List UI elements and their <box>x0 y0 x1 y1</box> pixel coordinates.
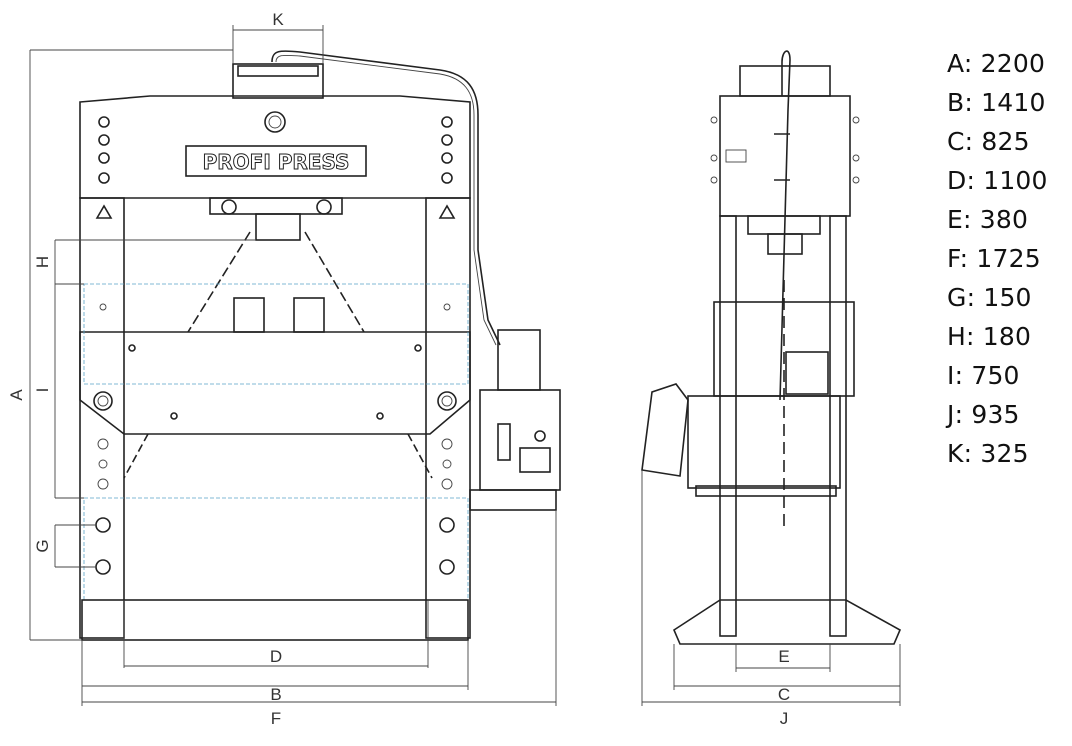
spec-k: K: 325 <box>947 439 1029 468</box>
side-base <box>672 599 902 645</box>
dim-label-d: D <box>270 647 282 666</box>
brand-plate <box>185 145 367 177</box>
dim-label-h: H <box>33 256 52 268</box>
dim-label-k: K <box>272 10 284 29</box>
spec-j: J: 935 <box>947 400 1020 429</box>
side-view: E C J <box>641 50 902 728</box>
dim-label-j: J <box>780 709 789 728</box>
dim-label-a: A <box>7 389 26 401</box>
spec-e: E: 380 <box>947 205 1029 234</box>
spec-f: F: 1725 <box>947 244 1041 273</box>
brand-plate-text: PROFI PRESS <box>203 150 350 174</box>
dim-label-f: F <box>271 709 281 728</box>
spec-h: H: 180 <box>947 322 1032 351</box>
column-holes <box>95 303 455 575</box>
dimension-spec-list: A: 2200 B: 1410 C: 825 D: 1100 E: 380 F:… <box>947 44 1067 473</box>
dim-label-b: B <box>270 685 281 704</box>
moving-table <box>79 331 471 435</box>
side-column-right <box>829 215 847 637</box>
spec-a: A: 2200 <box>947 49 1046 78</box>
spec-i: I: 750 <box>947 361 1020 390</box>
spec-d: D: 1100 <box>947 166 1048 195</box>
dim-label-i: I <box>33 388 52 393</box>
dim-label-g: G <box>33 539 52 552</box>
base-frame <box>81 599 469 641</box>
left-column <box>79 197 125 639</box>
dim-label-e: E <box>778 647 789 666</box>
spec-b: B: 1410 <box>947 88 1046 117</box>
lifting-chains <box>123 231 433 479</box>
side-column-left <box>719 215 737 637</box>
hydraulic-hose <box>271 50 501 346</box>
dim-label-c: C <box>778 685 790 704</box>
cylinder-top <box>232 63 324 99</box>
right-column <box>425 197 471 639</box>
spec-c: C: 825 <box>947 127 1030 156</box>
crosshead-bolts <box>98 116 453 184</box>
spec-g: G: 150 <box>947 283 1032 312</box>
hydraulic-unit <box>469 329 561 511</box>
front-view: PROFI PRESS <box>7 10 561 728</box>
